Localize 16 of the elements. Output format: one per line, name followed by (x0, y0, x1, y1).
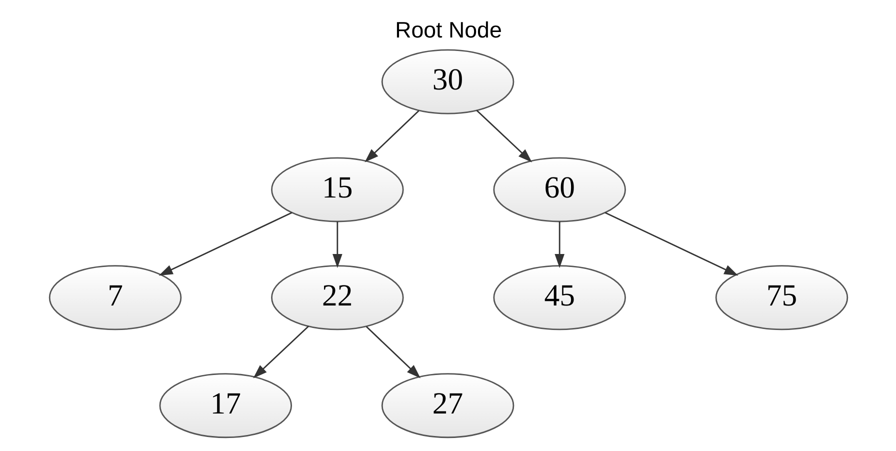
node-ellipse: 17 (158, 373, 292, 438)
node-ellipse: 60 (492, 157, 626, 222)
node-ellipse: 22 (270, 265, 404, 330)
arrow (332, 222, 342, 268)
arrow (158, 212, 292, 276)
arrow (365, 326, 420, 378)
arrow (252, 326, 309, 378)
node-ellipse: 27 (380, 373, 514, 438)
node-ellipse: 30 (380, 49, 514, 114)
arrow (604, 212, 738, 276)
diagram-title: Root Node (394, 17, 502, 42)
arrow (554, 222, 564, 268)
node-ellipse: 15 (270, 157, 404, 222)
arrow (476, 110, 532, 162)
node-ellipse: 45 (492, 265, 626, 330)
arrow (364, 110, 419, 162)
